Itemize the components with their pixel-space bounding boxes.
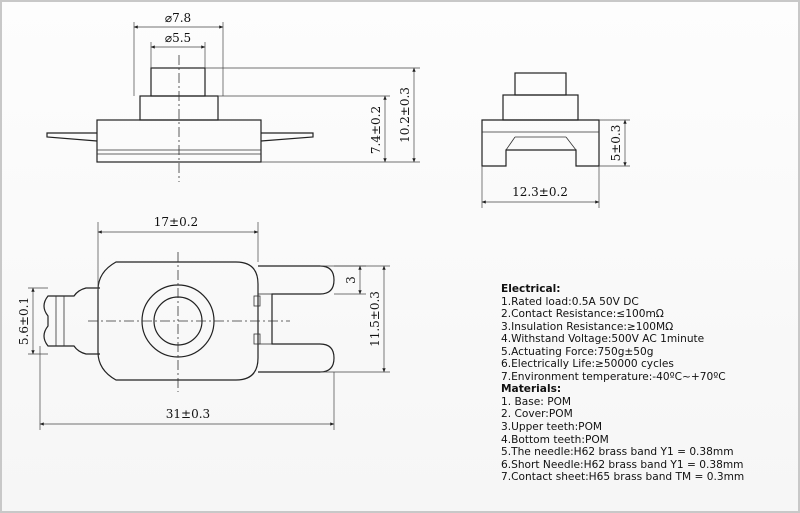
material-item: 5.The needle:H62 brass band Y1 = 0.38mm (501, 446, 734, 459)
material-item: 3.Upper teeth:POM (501, 421, 603, 434)
material-item: 2. Cover:POM (501, 408, 573, 421)
tooth-gap-label: 3 (344, 276, 358, 284)
spec-block: Electrical: 1.Rated load:0.5A 50V DC 2.C… (501, 283, 791, 484)
plate-width-label: 17±0.2 (154, 215, 198, 229)
material-item: 7.Contact sheet:H65 brass band TM = 0.3m… (501, 471, 745, 484)
bottom-view: 17±0.2 31±0.3 5.6±0.1 11.5±0.3 3 (17, 215, 390, 430)
total-width-label: 31±0.3 (166, 407, 210, 421)
total-height-label: 10.2±0.3 (398, 87, 412, 143)
electrical-heading: Electrical: (501, 283, 561, 295)
material-item: 4.Bottom teeth:POM (501, 433, 609, 446)
side-view: 5±0.3 12.3±0.2 (481, 72, 630, 208)
left-terminal (46, 132, 98, 142)
base-plate (97, 261, 259, 381)
body-height-label: 7.4±0.2 (369, 106, 383, 154)
electrical-item: 3.Insulation Resistance:≥100MΩ (501, 320, 674, 333)
right-terminal (260, 132, 314, 142)
side-cap (514, 72, 567, 96)
electrical-item: 5.Actuating Force:750g±50g (501, 345, 654, 358)
front-view: ⌀7.8 ⌀5.5 7.4±0.2 10.2±0.3 (46, 11, 420, 182)
side-height-label: 5±0.3 (609, 125, 623, 162)
inner-diameter-label: ⌀5.5 (165, 31, 191, 45)
left-lug (43, 287, 100, 355)
electrical-item: 6.Electrically Life:≥50000 cycles (501, 358, 674, 371)
side-width-label: 12.3±0.2 (512, 185, 568, 199)
material-item: 6.Short Needle:H62 brass band Y1 = 0.38m… (501, 458, 744, 471)
side-body (481, 119, 600, 167)
lug-height-label: 5.6±0.1 (17, 297, 31, 345)
electrical-item: 2.Contact Resistance:≤100mΩ (501, 308, 664, 321)
outer-diameter-label: ⌀7.8 (165, 11, 191, 25)
button-cap (150, 67, 206, 97)
fork-height-label: 11.5±0.3 (368, 291, 382, 347)
materials-heading: Materials: (501, 383, 562, 396)
electrical-item: 7.Environment temperature:-40ºC~+70ºC (501, 370, 726, 383)
electrical-item: 1.Rated load:0.5A 50V DC (501, 295, 639, 308)
electrical-item: 4.Withstand Voltage:500V AC 1minute (501, 333, 705, 346)
material-item: 1. Base: POM (501, 395, 572, 408)
fork-contacts (258, 265, 335, 373)
